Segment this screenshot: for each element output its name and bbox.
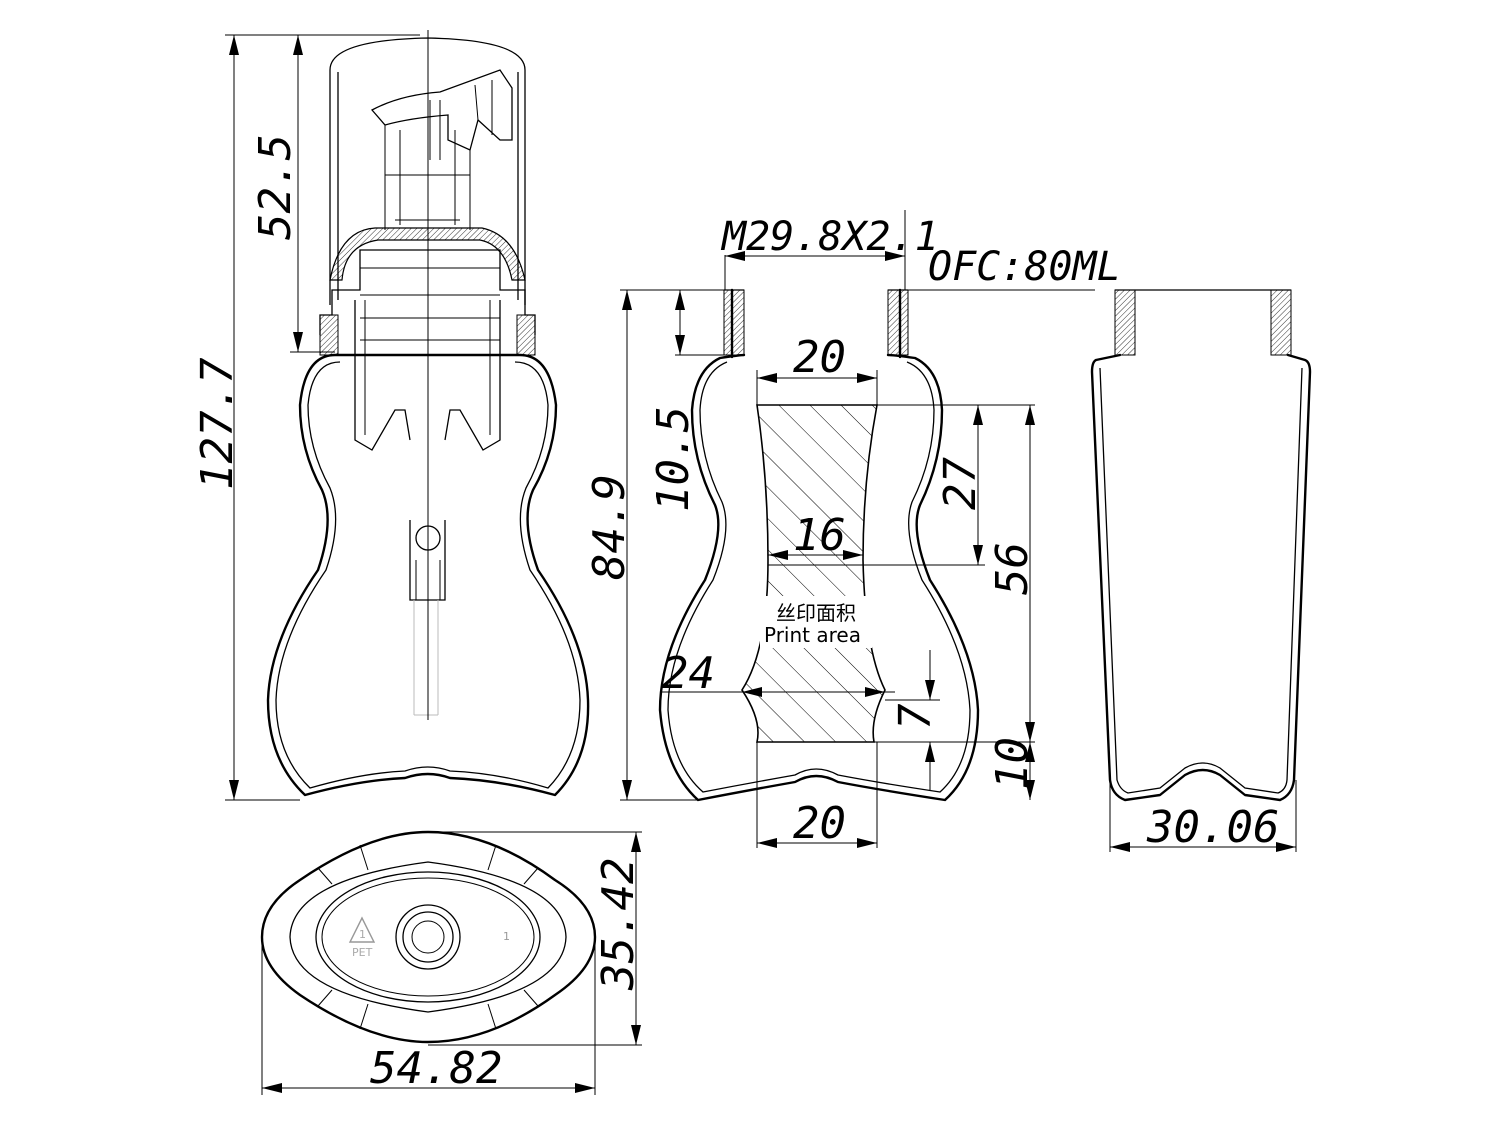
print-bottom-offset-dim: 7: [885, 650, 941, 790]
base-offset-label: 10: [987, 737, 1038, 790]
top-depth-dim: 35.42: [428, 831, 644, 1046]
thread-label: M29.8X2.1: [720, 214, 939, 260]
svg-text:1: 1: [359, 928, 366, 941]
body-height-dim: 84.9: [584, 290, 700, 801]
shoulder-dim: 10.5: [620, 289, 726, 512]
base-offset-dim: 10: [874, 737, 1038, 800]
print-total-height-label: 56: [987, 542, 1038, 595]
front-view-with-pump: 52.5 127.7: [192, 30, 590, 801]
total-height-dim: 127.7: [192, 34, 300, 801]
body-height-label: 84.9: [584, 474, 635, 580]
print-upper-height-label: 27: [935, 457, 986, 510]
thread-dim: M29.8X2.1: [720, 210, 939, 290]
side-width-label: 30.06: [1146, 802, 1279, 853]
print-total-height-dim: 56: [987, 405, 1038, 742]
top-length-label: 54.82: [370, 1043, 502, 1094]
top-length-dim: 54.82: [261, 937, 596, 1095]
print-top-width-label: 20: [793, 332, 846, 383]
cavity-number: 1: [503, 930, 510, 943]
top-depth-label: 35.42: [593, 858, 644, 991]
pump-nozzle: [370, 69, 513, 151]
top-view: 1 PET 1 35.42 54.82: [260, 830, 644, 1095]
print-view-bottle-outline: [658, 353, 980, 802]
base-width-dim: 20: [756, 742, 878, 849]
print-lower-width-label: 24: [662, 648, 715, 699]
side-bottle-outline[interactable]: [1090, 353, 1312, 802]
shoulder-label: 10.5: [648, 406, 699, 512]
pump-height-label: 52.5: [250, 134, 301, 240]
print-area-cn-label: 丝印面积: [776, 601, 856, 625]
print-waist-width-label: 16: [793, 510, 846, 561]
svg-text:PET: PET: [352, 946, 373, 959]
base-width-label: 20: [793, 798, 846, 849]
print-lower-width-dim: 24: [660, 648, 895, 699]
recycle-icon: 1 PET: [348, 916, 376, 959]
print-bottom-offset-label: 7: [890, 703, 941, 730]
print-upper-height-dim: 27: [877, 404, 1035, 565]
front-bottle-outline: [266, 353, 590, 797]
pump-height-dim: 52.5: [250, 34, 420, 353]
print-top-width-dim: 20: [756, 332, 878, 405]
print-area-en-label: Print area: [764, 623, 861, 647]
capacity-label: OFC:80ML: [928, 244, 1121, 290]
side-view: 30.06: [1090, 289, 1312, 853]
print-waist-width-dim: 16: [768, 510, 863, 561]
front-view-print-area: 丝印面积 Print area M29.8X2.1 OFC:80ML 10.5: [584, 210, 1121, 849]
print-area[interactable]: [741, 404, 886, 743]
side-width-dim: 30.06: [1109, 780, 1297, 853]
total-height-label: 127.7: [192, 357, 243, 490]
top-view-outline[interactable]: [260, 830, 597, 1044]
